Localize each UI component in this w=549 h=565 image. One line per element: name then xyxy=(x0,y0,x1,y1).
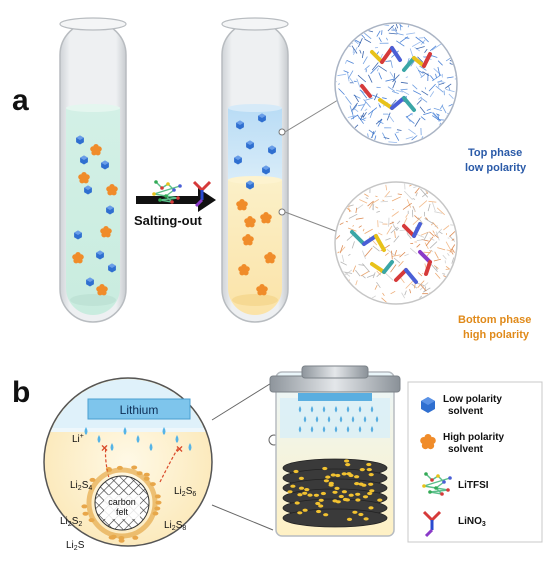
top-phase-title: Top phase xyxy=(468,147,522,159)
lithium-label: Lithium xyxy=(120,403,159,417)
panel-b-label: b xyxy=(12,376,30,409)
high-polarity-solvent-icon xyxy=(244,216,256,228)
test-tube-mixed xyxy=(59,17,127,323)
litfsi-molecule-icon xyxy=(152,180,182,204)
legend-lino3-label: LiNO3 xyxy=(458,516,486,528)
polysulfide-label: Li2S8 xyxy=(164,520,186,532)
high-polarity-solvent-icon xyxy=(72,252,84,264)
high-polarity-solvent-icon xyxy=(100,226,112,238)
legend-litfsi-label: LiTFSI xyxy=(458,480,489,491)
test-tube-separated xyxy=(221,17,289,323)
polysulfide-label: Li2S4 xyxy=(70,480,92,492)
high-polarity-solvent-icon xyxy=(96,284,108,296)
svg-text:×: × xyxy=(176,442,183,456)
high-polarity-solvent-icon xyxy=(106,183,118,196)
salting-out-label: Salting-out xyxy=(134,213,203,228)
shuttle-arrows: × × xyxy=(101,441,183,483)
bottom-phase-molecular-view xyxy=(334,181,458,305)
carbon-felt-label-1: carbon xyxy=(108,497,136,507)
polysulfide-label: Li2S2 xyxy=(60,516,82,528)
high-polarity-solvent-icon xyxy=(256,283,268,296)
panel-a-label: a xyxy=(12,84,29,117)
li-ion-label: Li+ xyxy=(72,433,84,445)
legend-low-line2: solvent xyxy=(448,406,484,417)
salting-out-arrow xyxy=(136,188,216,212)
bottom-phase-subtitle: high polarity xyxy=(463,329,530,341)
top-phase-molecular-view xyxy=(334,22,458,146)
lino3-molecule-icon xyxy=(192,180,212,208)
zoom-connectors xyxy=(278,99,339,233)
legend-high-line1: High polarity xyxy=(443,432,505,443)
battery-cell xyxy=(269,365,401,537)
svg-text:×: × xyxy=(101,441,108,455)
carbon-felt xyxy=(86,467,158,539)
high-polarity-solvent-icon xyxy=(242,233,254,246)
high-polarity-icon xyxy=(420,434,436,450)
legend-high-line2: solvent xyxy=(448,444,484,455)
lithium-bar xyxy=(87,398,191,420)
top-phase-subtitle: low polarity xyxy=(465,162,527,174)
polysulfide-label: Li2S6 xyxy=(174,486,196,498)
high-polarity-solvent-icon xyxy=(264,251,276,264)
high-polarity-solvent-icon xyxy=(90,144,102,156)
bottom-phase-title: Bottom phase xyxy=(458,314,531,326)
high-polarity-solvent-icon xyxy=(78,171,90,184)
polysulfide-label: Li2S xyxy=(66,540,85,552)
high-polarity-solvent-icon xyxy=(236,198,248,211)
legend-lino3-icon xyxy=(422,510,442,538)
high-polarity-solvent-icon xyxy=(260,212,272,224)
high-polarity-solvent-icon xyxy=(238,264,250,276)
low-polarity-icon xyxy=(421,397,435,413)
carbon-felt-label-2: felt xyxy=(116,507,129,517)
legend-litfsi-icon xyxy=(422,472,452,496)
legend-low-line1: Low polarity xyxy=(443,394,502,405)
